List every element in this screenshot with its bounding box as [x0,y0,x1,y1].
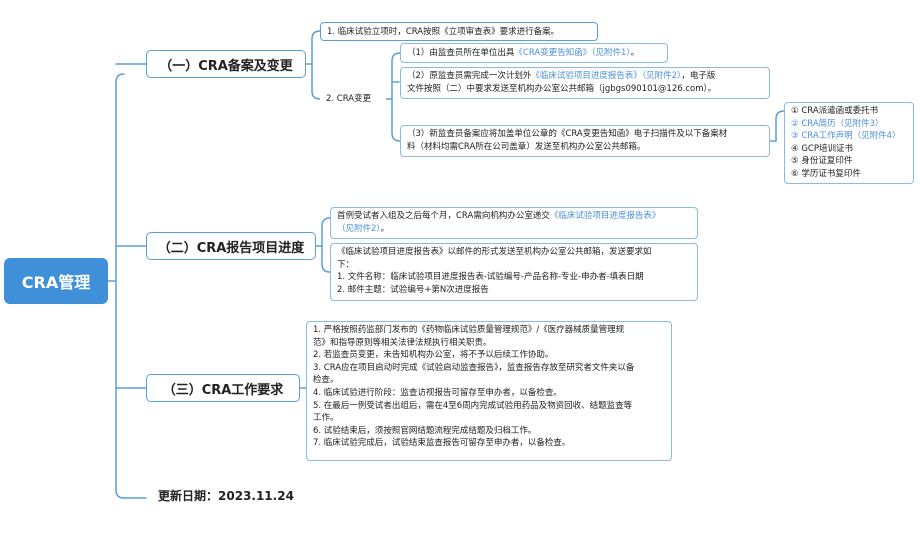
branch-work-requirements: （三）CRA工作要求 [146,374,300,402]
work-requirements-list: 1. 严格按照药监部门发布的《药物临床试验质量管理规范》/《医疗器械质量管理规 … [306,321,672,461]
sub3-line2: 料（材料均需CRA所在公司盖章）发送至机构办公室公共邮箱。 [407,141,646,152]
attachment-2-link[interactable]: 《临床试验项目进度报告表》（见附件2） [531,71,682,81]
material-4: ④ GCP培训证书 [791,143,853,154]
requirement-line: 2. 若监查员变更，未告知机构办公室，将不予以后续工作协助。 [313,350,554,361]
material-1: ① CRA派遣函或委托书 [791,106,879,116]
filing-materials-list: ① CRA派遣函或委托书 ② CRA简历（见附件3） ③ CRA工作声明（见附件… [784,102,914,184]
progress-report-email-rules: 《临床试验项目进度报告表》以邮件的形式发送至机构办公室公共邮箱，发送要求如 下：… [330,243,698,301]
branch-progress-reporting: （二）CRA报告项目进度 [146,232,316,260]
item-cra-change-label: 2. CRA变更 [320,91,386,108]
box2-subject-rule: 2. 邮件主题：试验编号+第N次进度报告 [337,284,489,295]
material-5: ⑤ 身份证复印件 [791,156,853,167]
material-3-statement-link[interactable]: ③ CRA工作声明（见附件4） [791,131,901,142]
box1-end: 。 [380,223,390,234]
branch-cra-filing-change: （一）CRA备案及变更 [146,50,306,78]
requirement-line: 7. 临床试验完成后，试验结束监查报告可留存至申办者，以备检查。 [313,438,571,449]
sub-item-new-cra-filing: （3）新监查员备案应将加盖单位公章的《CRA变更告知函》电子扫描件及以下备案材 … [400,125,770,157]
material-2-cv-link[interactable]: ② CRA简历（见附件3） [791,118,884,129]
progress-report-schedule: 首例受试者入组及之后每个月，CRA需向机构办公室递交《临床试验项目进度报告表》 … [330,207,698,239]
requirement-line: 1. 严格按照药监部门发布的《药物临床试验质量管理规范》/《医疗器械质量管理规 [313,325,625,335]
attachment-1-link[interactable]: 《CRA变更告知函》（见附件1） [514,48,631,58]
sub3-line1: （3）新监查员备案应将加盖单位公章的《CRA变更告知函》电子扫描件及以下备案材 [407,129,728,139]
sub-item-change-letter: （1）由监查员所在单位出具《CRA变更告知函》（见附件1）。 [400,43,668,63]
sub2-line2: 文件按照（二）中要求发送至机构办公室公共邮箱（jgbgs090101@126.c… [407,83,717,94]
material-6: ⑥ 学历证书复印件 [791,168,861,179]
requirement-line: 4. 临床试验进行阶段：监查访视报告可留存至申办者，以备检查。 [313,387,562,398]
box2-line2: 下： [337,259,355,270]
progress-report-form-link[interactable]: 《临床试验项目进度报告表》 [549,211,661,221]
box2-file-name-rule: 1. 文件名称：临床试验项目进度报告表-试验编号-产品名称-专业-申办者-填表日… [337,272,644,283]
requirement-line: 3. CRA应在项目启动时完成《试验启动监查报告》，监查报告存放至研究者文件夹以… [313,362,635,373]
requirement-line: 工作。 [313,413,339,424]
box2-line1: 《临床试验项目进度报告表》以邮件的形式发送至机构办公室公共邮箱，发送要求如 [337,247,652,257]
update-date: 更新日期：2023.11.24 [158,489,294,503]
root-node: CRA管理 [4,258,108,304]
sub2-tail: ，电子版 [681,71,716,81]
sub1-text: （1）由监查员所在单位出具 [407,48,515,58]
requirement-line: 5. 在最后一例受试者出组后，需在4至6周内完成试验用药品及物资回收、结题监查等 [313,400,633,411]
box1-text: 首例受试者入组及之后每个月，CRA需向机构办公室递交 [337,211,550,221]
requirement-line: 检查。 [313,375,339,386]
sub-item-progress-report: （2）原监查员需完成一次计划外《临床试验项目进度报告表》（见附件2），电子版 文… [400,67,770,99]
sub1-end: 。 [630,48,640,58]
sub2-text: （2）原监查员需完成一次计划外 [407,71,532,81]
attachment-2-ref[interactable]: （见附件2） [337,223,381,234]
requirement-line: 6. 试验结束后，须按照官网结题流程完成结题及归档工作。 [313,425,537,436]
requirement-line: 范》和指导原则等相关法律法规执行相关职责。 [313,337,492,348]
item-project-filing: 1. 临床试验立项时，CRA按照《立项审查表》要求进行备案。 [320,22,598,41]
